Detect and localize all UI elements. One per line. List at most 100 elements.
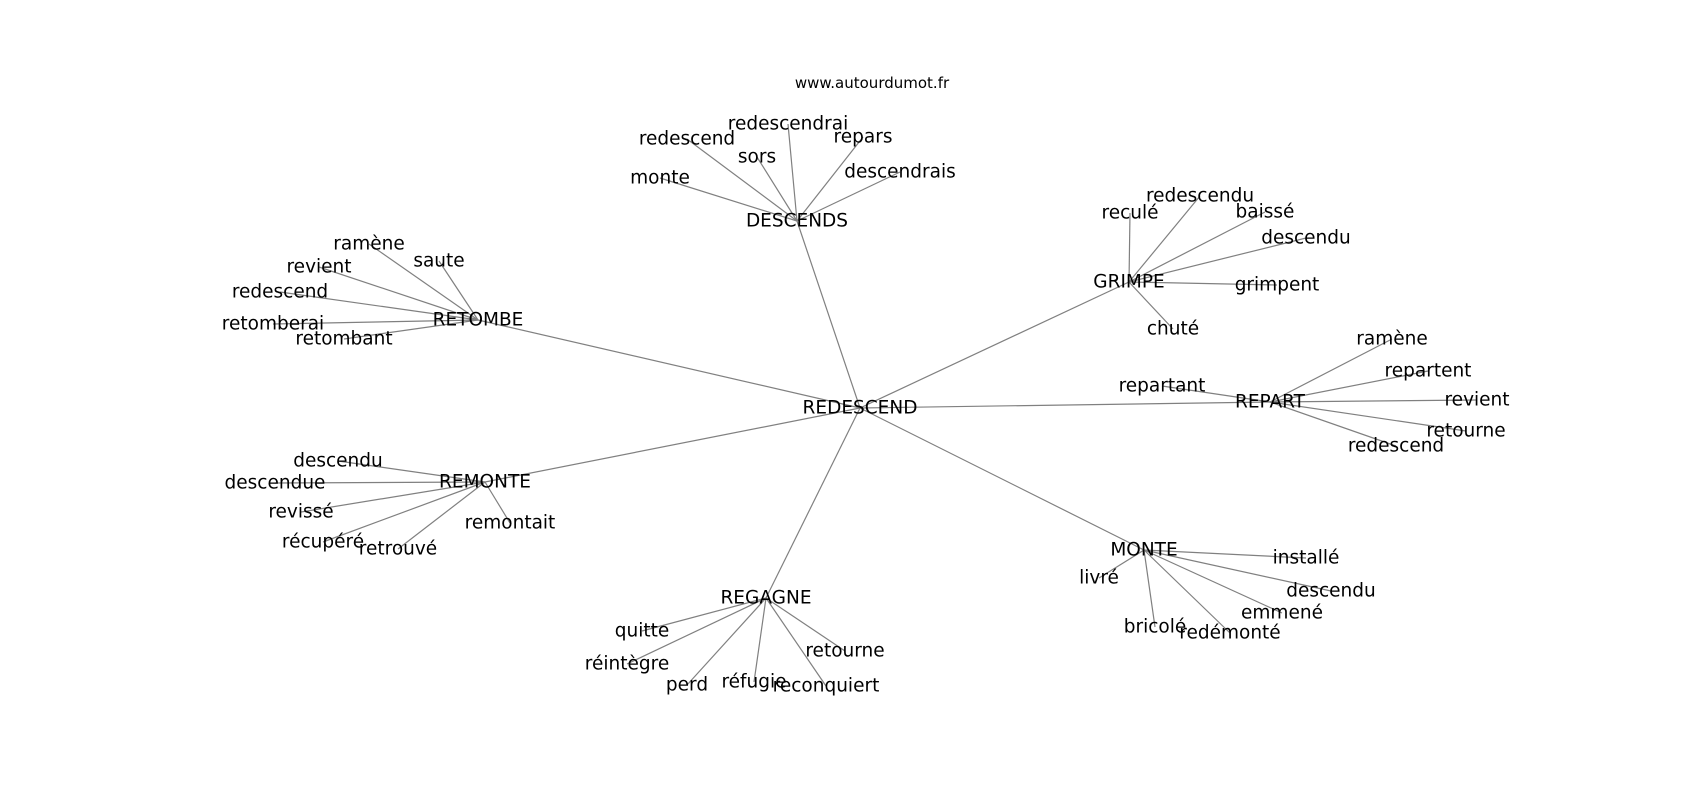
leaf-node-regagne-retourne: retourne bbox=[805, 641, 884, 662]
leaf-node-remonte-revisse: revissé bbox=[268, 502, 333, 523]
edge-grimpe-chute bbox=[1128, 281, 1174, 330]
hub-node-descends: DESCENDS bbox=[746, 211, 848, 232]
edge-grimpe-grimpent bbox=[1128, 281, 1278, 286]
leaf-node-monte-installe: installé bbox=[1273, 548, 1340, 569]
site-credit: www.autourdumot.fr bbox=[795, 74, 950, 92]
edge-regagne-reintegre bbox=[626, 597, 767, 665]
hub-node-regagne: REGAGNE bbox=[720, 588, 811, 609]
edge-retombe-retombant bbox=[343, 319, 479, 340]
leaf-node-repart-revient: revient bbox=[1444, 390, 1509, 411]
edge-retombe-revient bbox=[318, 266, 479, 321]
edge-repart-repartent bbox=[1269, 370, 1429, 403]
edge-regagne-quitte bbox=[641, 597, 767, 632]
hub-node-grimpe: GRIMPE bbox=[1093, 272, 1164, 293]
leaf-node-retombe-retombant: retombant bbox=[295, 329, 392, 350]
edge-monte-livre bbox=[1098, 549, 1145, 579]
edge-repart-retourne bbox=[1269, 401, 1467, 432]
edge-repart-repartant bbox=[1161, 385, 1271, 403]
leaf-node-repart-ramene: ramène bbox=[1356, 329, 1427, 350]
edge-retombe-redescend bbox=[279, 291, 479, 321]
leaf-node-regagne-reintegre: réintègre bbox=[585, 654, 669, 675]
leaf-node-grimpe-descendu: descendu bbox=[1261, 228, 1351, 249]
leaf-node-descends-repars: repars bbox=[834, 127, 893, 148]
edge-monte-installe bbox=[1143, 549, 1307, 559]
leaf-node-descends-descendrais: descendrais bbox=[844, 162, 956, 183]
edge-descends-repars bbox=[796, 136, 864, 222]
center-node-label: REDESCEND bbox=[803, 398, 918, 419]
edge-regagne-perd bbox=[686, 597, 767, 686]
leaf-node-monte-livre: livré bbox=[1079, 568, 1119, 589]
hub-node-repart: REPART bbox=[1235, 392, 1306, 413]
leaf-node-grimpe-redescendu: redescendu bbox=[1146, 186, 1254, 207]
edge-remonte-descendu bbox=[337, 460, 486, 483]
edge-descends-redescendrai bbox=[787, 123, 798, 222]
edge-remonte-retrouve bbox=[397, 481, 486, 550]
edge-center-monte bbox=[859, 407, 1145, 551]
edge-repart-redescend bbox=[1269, 401, 1397, 447]
leaf-node-descends-monte: monte bbox=[630, 168, 690, 189]
leaf-node-remonte-descendue: descendue bbox=[225, 473, 326, 494]
leaf-node-repart-repartant: repartant bbox=[1119, 376, 1206, 397]
leaf-node-remonte-recupere: récupéré bbox=[282, 532, 364, 553]
edge-center-descends bbox=[796, 220, 861, 409]
leaf-node-repart-retourne: retourne bbox=[1426, 421, 1505, 442]
edge-grimpe-baisse bbox=[1128, 211, 1266, 283]
leaf-node-remonte-descendu: descendu bbox=[293, 451, 383, 472]
edge-center-regagne bbox=[765, 407, 861, 599]
leaf-node-descends-sors: sors bbox=[738, 147, 776, 168]
hub-node-monte: MONTE bbox=[1110, 540, 1177, 561]
edge-regagne-reconquiert bbox=[765, 597, 827, 687]
edge-grimpe-redescendu bbox=[1128, 195, 1201, 283]
leaf-node-repart-repartent: repartent bbox=[1385, 361, 1472, 382]
leaf-node-regagne-quitte: quitte bbox=[615, 621, 670, 642]
edge-retombe-ramene bbox=[368, 243, 479, 321]
edge-descends-descendrais bbox=[796, 171, 901, 222]
edge-monte-redemonte bbox=[1143, 549, 1231, 634]
edges-layer bbox=[272, 123, 1478, 687]
leaf-node-grimpe-grimpent: grimpent bbox=[1235, 275, 1320, 296]
leaf-node-retombe-redescend: redescend bbox=[232, 282, 328, 303]
leaf-node-monte-emmene: emmené bbox=[1241, 603, 1323, 624]
edge-retombe-retomberai bbox=[272, 319, 479, 325]
leaf-node-remonte-remontait: remontait bbox=[465, 513, 556, 534]
leaf-node-grimpe-chute: chuté bbox=[1147, 319, 1199, 340]
leaf-node-regagne-reconquiert: reconquiert bbox=[773, 676, 880, 697]
edge-regagne-refugie bbox=[753, 597, 767, 683]
edge-repart-ramene bbox=[1269, 338, 1393, 403]
leaf-node-retombe-saute: saute bbox=[413, 251, 464, 272]
leaf-node-repart-redescend: redescend bbox=[1348, 436, 1444, 457]
edge-repart-revient bbox=[1269, 399, 1478, 403]
edge-center-remonte bbox=[484, 407, 861, 483]
leaf-node-retombe-revient: revient bbox=[286, 257, 351, 278]
edge-remonte-revisse bbox=[300, 481, 486, 513]
edge-grimpe-recule bbox=[1128, 212, 1131, 283]
edge-remonte-descendue bbox=[274, 481, 486, 484]
leaf-node-monte-descendu: descendu bbox=[1286, 581, 1376, 602]
leaf-node-retombe-retomberai: retomberai bbox=[222, 314, 324, 335]
edge-monte-descendu bbox=[1143, 549, 1332, 592]
leaf-node-grimpe-baisse: baissé bbox=[1236, 202, 1295, 223]
leaf-node-regagne-refugie: réfugie bbox=[721, 672, 786, 693]
edge-center-retombe bbox=[477, 319, 861, 409]
edge-center-grimpe bbox=[859, 281, 1130, 409]
edge-remonte-remontait bbox=[484, 481, 511, 524]
hub-node-retombe: RETOMBE bbox=[433, 310, 524, 331]
edge-remonte-recupere bbox=[322, 481, 486, 543]
edge-descends-monte bbox=[659, 177, 798, 222]
hub-node-remonte: REMONTE bbox=[439, 472, 531, 493]
edge-descends-sors bbox=[756, 156, 798, 222]
leaf-node-grimpe-recule: reculé bbox=[1102, 203, 1159, 224]
edge-center-repart bbox=[859, 401, 1271, 409]
edge-monte-emmene bbox=[1143, 549, 1283, 614]
leaf-node-monte-redemonte: redémonté bbox=[1179, 623, 1280, 644]
leaf-node-regagne-perd: perd bbox=[666, 675, 708, 696]
leaf-node-remonte-retrouve: retrouvé bbox=[359, 539, 437, 560]
leaf-node-monte-bricole: bricolé bbox=[1124, 617, 1187, 638]
leaf-node-descends-redescendrai: redescendrai bbox=[728, 114, 848, 135]
edge-monte-bricole bbox=[1143, 549, 1156, 628]
edge-retombe-saute bbox=[438, 260, 479, 321]
edge-grimpe-descendu bbox=[1128, 237, 1307, 283]
edge-regagne-retourne bbox=[765, 597, 846, 652]
